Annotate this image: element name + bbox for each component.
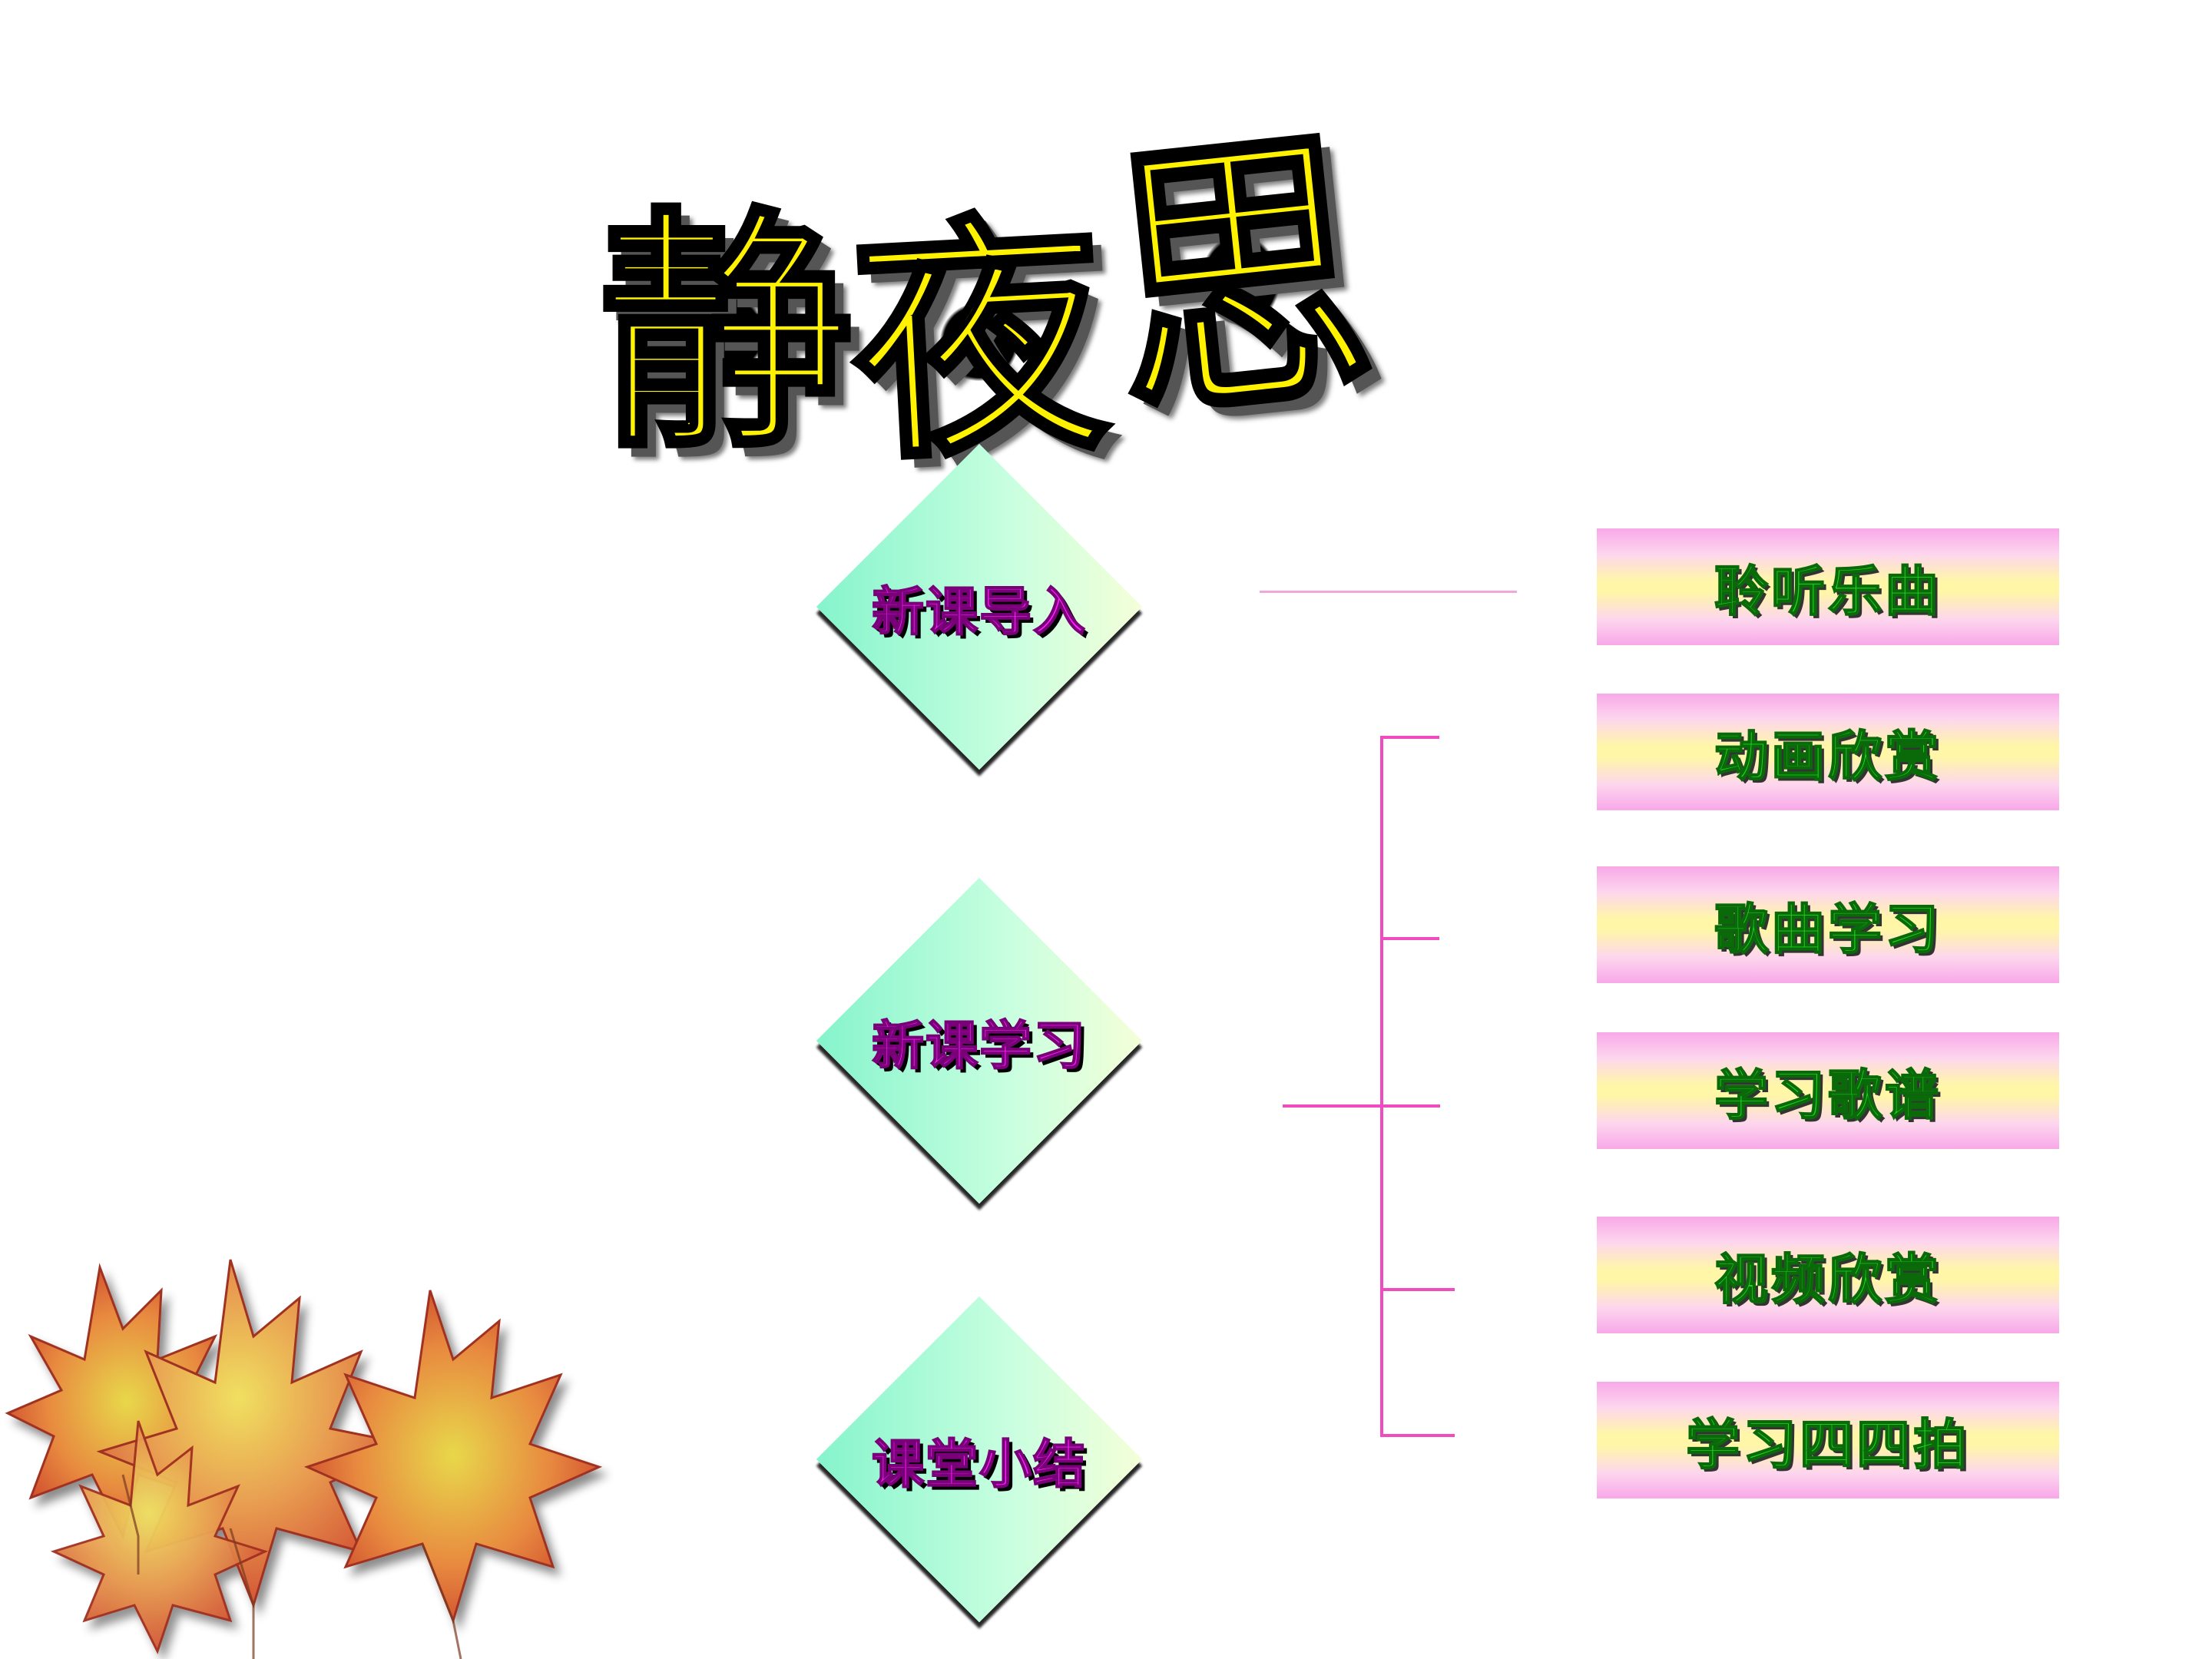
section-label-learning: 新课学习 — [871, 1015, 1087, 1078]
menu-button-listen-music[interactable]: 聆听乐曲 — [1597, 528, 2059, 645]
title-char-2: 夜 — [843, 186, 1116, 498]
section-diamond-intro[interactable]: 新课导入 — [814, 442, 1144, 772]
connector-branch-5 — [1380, 1434, 1455, 1437]
leaf-front-left — [50, 1420, 269, 1654]
maple-leaves-icon — [5, 1259, 603, 1659]
title-char-3: 思 — [1094, 96, 1387, 465]
menu-button-four-four-time[interactable]: 学习四四拍 — [1597, 1382, 2059, 1498]
section-label-intro: 新课导入 — [871, 581, 1087, 644]
connector-learning-stem — [1283, 1104, 1440, 1108]
connector-branch-1 — [1380, 736, 1439, 739]
connector-branch-3 — [1380, 1104, 1439, 1108]
slide-title: 静 夜 思 — [597, 46, 1387, 498]
menu-button-video[interactable]: 视频欣赏 — [1597, 1217, 2059, 1333]
menu-button-song-learning[interactable]: 歌曲学习 — [1597, 866, 2059, 983]
section-label-summary: 课堂小结 — [871, 1434, 1087, 1496]
section-diamond-learning[interactable]: 新课学习 — [814, 876, 1144, 1206]
connector-branch-4 — [1380, 1288, 1455, 1291]
title-char-1: 静 — [597, 187, 855, 482]
section-diamond-summary[interactable]: 课堂小结 — [814, 1294, 1144, 1624]
connector-bracket-vertical — [1380, 736, 1383, 1437]
connector-intro — [1260, 591, 1517, 593]
connector-branch-2 — [1380, 937, 1439, 940]
menu-button-score-learning[interactable]: 学习歌谱 — [1597, 1032, 2059, 1149]
menu-button-animation[interactable]: 动画欣赏 — [1597, 694, 2059, 810]
leaf-right — [303, 1290, 603, 1624]
